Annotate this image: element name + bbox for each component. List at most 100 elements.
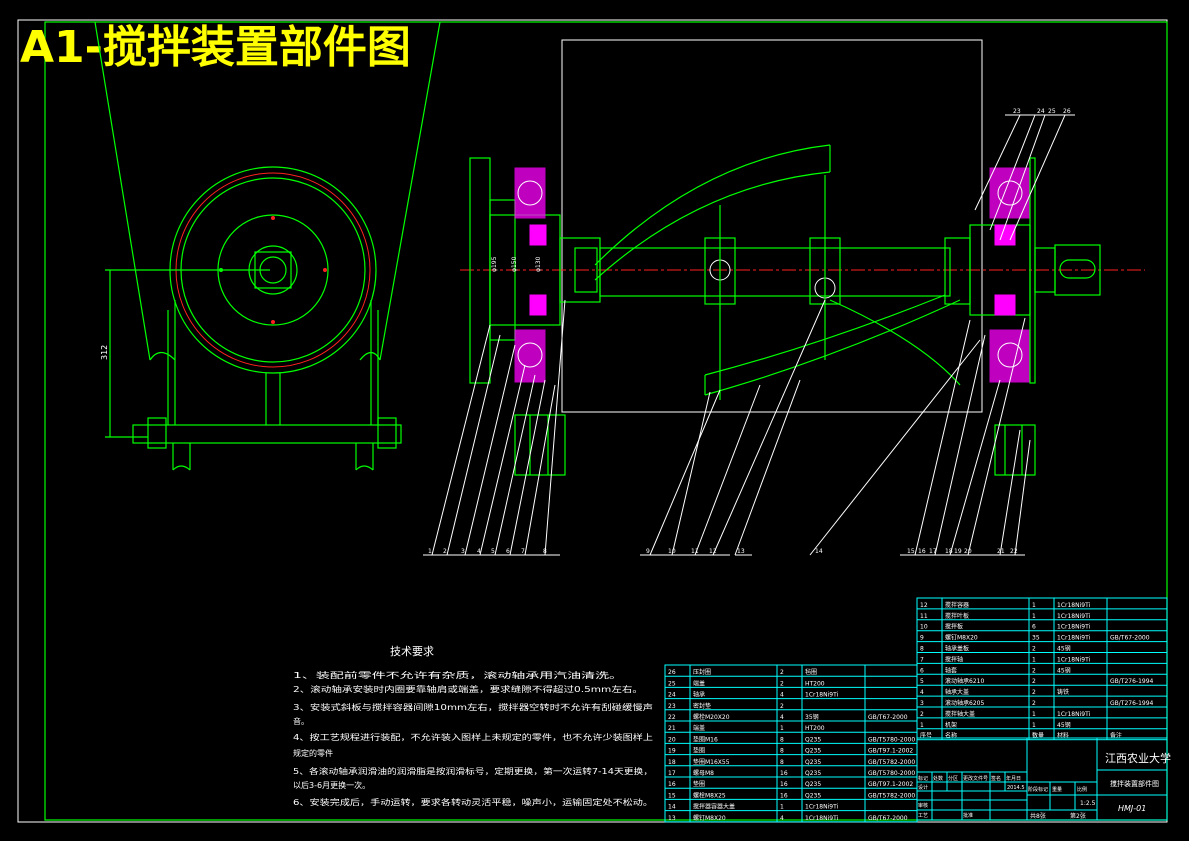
bom-left-cell: 4 (780, 714, 784, 721)
bom-left-cell: 21 (668, 725, 676, 732)
bom-right-cell: 1Cr18Ni9Ti (1057, 711, 1091, 718)
bom-right-cell: 滚动轴承6210 (945, 677, 984, 685)
balloon-21: 21 (997, 548, 1005, 555)
bom-left-cell: 螺钉M8X20 (693, 814, 726, 822)
bom-right-cell: 1Cr18Ni9Ti (1057, 635, 1091, 642)
bom-left-cell: 16 (780, 792, 788, 799)
bom-left-cell: Q235 (805, 770, 821, 777)
bom-left-cell: 密封垫 (693, 702, 711, 710)
bom-right-cell: 1Cr18Ni9Ti (1057, 656, 1091, 663)
bom-left-cell: 2 (780, 669, 784, 676)
bom-right-cell: 1Cr18Ni9Ti (1057, 624, 1091, 631)
role-design: 设计 (918, 784, 928, 791)
bom-right-cell: 滚动轴承6205 (945, 699, 984, 707)
bom-right-cell: 6 (920, 667, 924, 674)
bom-left-cell: 4 (780, 692, 784, 699)
bom-right-cell: 序号 (920, 732, 932, 740)
bom-left-cell: 35钢 (805, 713, 819, 721)
bom-left-cell: 螺栓M8X25 (693, 791, 726, 799)
bom-right-cell: 3 (920, 700, 924, 707)
bom-right-cell: 10 (920, 624, 928, 631)
bom-left-cell: 13 (668, 815, 676, 822)
bom-left-cell: 螺母M8 (693, 769, 714, 777)
label-zone: 分区 (948, 775, 958, 782)
balloon-3: 3 (461, 548, 465, 555)
bom-right-cell: 2 (1032, 646, 1036, 653)
bom-right-cell: 螺钉M8X20 (945, 634, 978, 642)
bom-left-cell: 15 (668, 792, 676, 799)
balloon-11: 11 (691, 548, 699, 555)
bom-left-cell: 8 (780, 736, 784, 743)
side-view: 312 (94, 21, 441, 471)
bom-left-cell: 轴承 (693, 691, 705, 699)
balloon-4: 4 (477, 548, 481, 555)
bom-left-cell: Q235 (805, 781, 821, 788)
bom-right-cell: 2 (920, 711, 924, 718)
drawing-code: HMJ-01 (1118, 804, 1146, 813)
tech-line-3: 3、安装式斜板与搅拌容器间隙10mm左右，搅拌器空转时不允许有刮碰缓慢声 (293, 702, 653, 712)
balloon-18: 18 (945, 548, 953, 555)
bom-left-cell: 搅拌器容器大盖 (693, 803, 735, 811)
section-dim-3: φ130 (535, 256, 542, 272)
label-signature: 签名 (991, 775, 1001, 782)
bom-right-cell: 45钢 (1057, 666, 1071, 674)
balloon-16: 16 (918, 548, 926, 555)
bom-right-cell: 搅拌轴 (945, 655, 963, 663)
school-name: 江西农业大学 (1105, 751, 1171, 765)
label-mark: 标记 (918, 775, 928, 782)
drawing-frame (44, 21, 1168, 821)
bom-right-cell: 7 (920, 656, 924, 663)
bom-left-cell: GB/T97.1-2002 (868, 781, 913, 788)
balloon-2: 2 (443, 548, 447, 555)
balloon-24: 24 (1037, 108, 1045, 115)
bom-right-cell: 2 (1032, 689, 1036, 696)
drawing-title: A1-搅拌装置部件图 (20, 22, 411, 73)
bom-right-cell: GB/T276-1994 (1110, 678, 1154, 685)
bom-right-cell: 数量 (1032, 732, 1044, 740)
bom-right-cell: 轴套 (945, 666, 957, 674)
tech-line-7: 5、各滚动轴承润滑油的润滑脂是按润滑标号，定期更换，第一次运转7-14天更换， (293, 766, 653, 776)
bom-left-cell: Q235 (805, 748, 821, 755)
bom-right-cell: 11 (920, 613, 928, 620)
bom-right-cell: 搅拌容器 (945, 601, 969, 609)
balloon-labels: 1 2 3 4 5 6 7 8 9 10 11 12 13 14 15 16 1… (428, 108, 1071, 555)
bom-left-cell: 20 (668, 736, 676, 743)
bom-left-cell: GB/T97.1-2002 (868, 748, 913, 755)
bom-right-cell: 搅拌叶板 (945, 612, 969, 620)
balloon-10: 10 (668, 548, 676, 555)
section-view: φ195 φ150 φ130 (460, 39, 1145, 476)
bom-left-cell: 4 (780, 815, 784, 822)
bom-right-cell: 1Cr18Ni9Ti (1057, 602, 1091, 609)
bom-left-cell: 26 (668, 669, 676, 676)
bom-right-cell: 轴承大盖 (945, 688, 969, 696)
bom-left-cell: 垫圈M16 (693, 735, 718, 743)
bom-left-cell: 1 (780, 725, 784, 732)
bom-left-cell: 22 (668, 714, 676, 721)
balloon-7: 7 (521, 548, 525, 555)
bom-left-cell: 8 (780, 748, 784, 755)
bom-right-cell: 45钢 (1057, 645, 1071, 653)
section-dim-1: φ195 (491, 256, 498, 272)
scale-value: 1:2.5 (1080, 800, 1096, 807)
tech-line-2: 2、滚动轴承安装时内圈要靠轴肩或端盖，要求缝隙不得超过0.5mm左右。 (293, 684, 643, 694)
bom-right-cell: 1 (920, 722, 924, 729)
bom-left-cell: 1Cr18Ni9Ti (805, 692, 839, 699)
balloon-22: 22 (1010, 548, 1018, 555)
bom-left-cell: 端盖 (693, 724, 705, 732)
balloon-17: 17 (929, 548, 937, 555)
tech-line-9: 6、安装完成后，手动运转，要求各转动灵活平稳，噪声小，运输固定处不松动。 (293, 797, 653, 807)
balloon-1: 1 (428, 548, 432, 555)
bom-right-cell: 1Cr18Ni9Ti (1057, 613, 1091, 620)
balloon-12: 12 (709, 548, 717, 555)
bom-right-cell: 2 (1032, 700, 1036, 707)
